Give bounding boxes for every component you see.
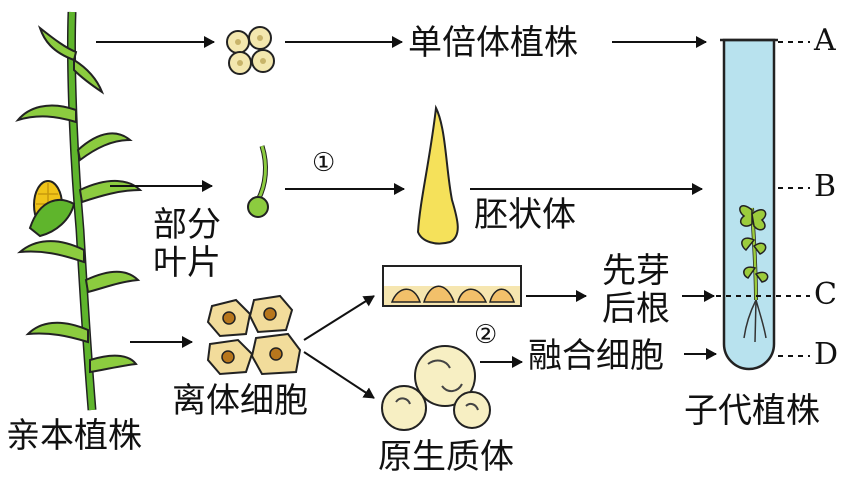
embryoid-label: 胚状体 xyxy=(474,195,576,235)
protoplast-icon xyxy=(381,345,491,431)
step2-marker: ② xyxy=(474,320,498,350)
parent-plant-label: 亲本植株 xyxy=(6,416,142,456)
arrow-cells-to-protoplast xyxy=(303,351,375,399)
partial-leaf-label-line2: 叶片 xyxy=(153,243,221,283)
level-a-label: A xyxy=(814,23,836,58)
haploid-plant-label: 单倍体植株 xyxy=(408,23,578,63)
step1-marker: ① xyxy=(312,148,336,178)
isolated-cells-icon xyxy=(206,294,302,376)
culture-dish-icon xyxy=(382,265,522,307)
protoplast-label: 原生质体 xyxy=(378,437,514,477)
offspring-plant-label: 子代植株 xyxy=(684,391,820,431)
shoot-first-label-line1: 先芽 xyxy=(602,251,670,291)
shoot-first-label-line2: 后根 xyxy=(602,289,670,329)
isolated-cells-label: 离体细胞 xyxy=(172,381,308,421)
fused-cell-label: 融合细胞 xyxy=(528,336,664,376)
leaf-tissue-icon xyxy=(247,145,269,218)
level-c-label: C xyxy=(814,277,837,312)
embryoid-icon xyxy=(416,104,459,245)
partial-leaf-label-line1: 部分 xyxy=(153,205,221,245)
parent-plant-icon xyxy=(15,11,143,411)
test-tube-icon xyxy=(720,38,778,371)
arrow-cells-to-dish xyxy=(303,295,375,341)
pollen-cells-icon xyxy=(226,26,275,75)
plantlet-icon xyxy=(739,205,769,343)
level-d-label: D xyxy=(814,337,839,372)
arrows xyxy=(96,36,717,399)
level-b-label: B xyxy=(814,169,837,204)
level-markers xyxy=(706,41,810,357)
corn-ear-icon xyxy=(28,180,76,238)
